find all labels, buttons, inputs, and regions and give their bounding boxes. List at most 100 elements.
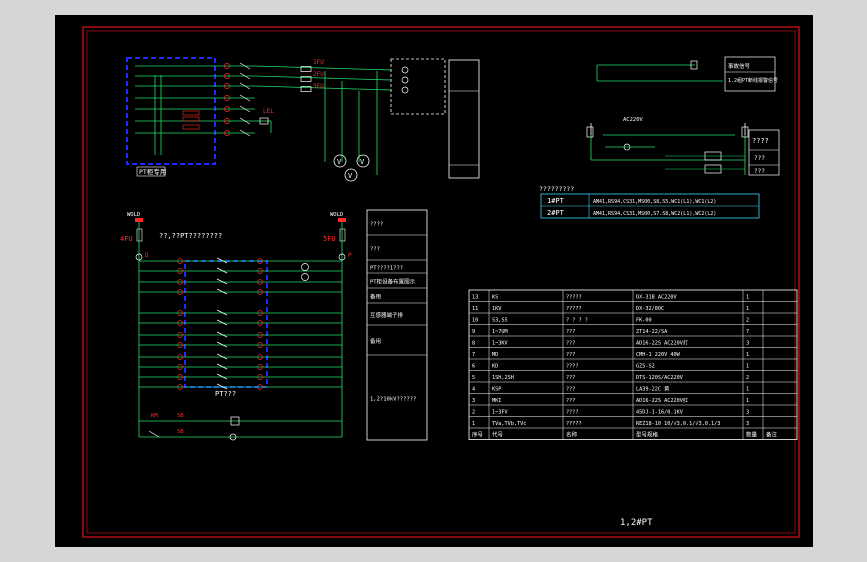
mid-table-cell: ??? xyxy=(370,247,380,253)
mid-indicator xyxy=(301,273,309,281)
mid-terminal xyxy=(177,268,183,274)
bom-cell: 1 xyxy=(746,364,749,370)
tr-small-1: ??? xyxy=(754,155,765,162)
bottom-sb-2: SB xyxy=(177,429,184,435)
bom-cell: KD xyxy=(492,364,498,370)
mid-lamp xyxy=(257,342,263,348)
mid-lamp xyxy=(257,354,263,360)
mid-lamp xyxy=(257,258,263,264)
mid-lamp xyxy=(257,279,263,285)
mid-contact xyxy=(216,288,228,295)
mid-lamp xyxy=(257,320,263,326)
mid-terminal xyxy=(177,332,183,338)
bom-cell: ? ? ? ? xyxy=(566,318,588,324)
side-p: P xyxy=(348,252,352,259)
pt-list-dashed-box xyxy=(184,260,268,388)
bom-header: 代号 xyxy=(492,431,504,439)
bom-cell: MKI xyxy=(492,398,501,404)
pt-spec-table: ????????? 1#PT AM41,RS94,CS31,MS00,S8,S5… xyxy=(539,185,760,219)
tl-right-cabinet xyxy=(448,59,480,179)
mid-lamp xyxy=(257,268,263,274)
tl-terminal-right xyxy=(401,76,409,84)
mid-indicator xyxy=(301,263,309,271)
tl-contact xyxy=(239,82,251,90)
alarm-line-2: 1.2组PT断线报警信号 xyxy=(728,77,778,84)
bom-cell: 13 xyxy=(472,295,478,301)
tr-side-box xyxy=(748,129,780,176)
tl-terminal xyxy=(224,73,230,79)
pt-row-1-spec: AM41,RS94,CS31,MS00,S8,S5,WC1(L1),WC1(L2… xyxy=(593,199,716,205)
bom-cell: ????? xyxy=(566,306,582,312)
pt-row-1-name: 1#PT xyxy=(547,197,565,205)
pt-table-title: ????????? xyxy=(539,185,574,193)
top-left-section: V V V 1FU 2FU 3FU LEL PT柜专用 xyxy=(126,57,480,182)
bom-cell: DTS-120S/AC220V xyxy=(636,375,683,381)
fu-label-2: 2FU xyxy=(313,71,324,78)
bom-cell: MD xyxy=(492,352,498,358)
bom-cell: 2 xyxy=(472,410,475,416)
bom-cell: LA39-22C 黄 xyxy=(636,385,669,393)
mid-terminal xyxy=(177,342,183,348)
bom-cell: 3 xyxy=(746,421,749,427)
bom-cell: 2 xyxy=(746,318,749,324)
tl-contact xyxy=(239,62,251,70)
tl-terminal xyxy=(224,63,230,69)
mid-contact xyxy=(216,373,228,380)
schematic-svg: V V V 1FU 2FU 3FU LEL PT柜专用 事故信号 1.2组PT断… xyxy=(82,26,800,538)
meter-label-2: V xyxy=(360,158,365,166)
bom-cell: CMH-1 220V 40W xyxy=(636,352,681,358)
wold-right: WOLD xyxy=(330,212,343,218)
bom-header: 型号规格 xyxy=(636,431,659,439)
bom-cell: FK-00 xyxy=(636,318,652,324)
inner-frame xyxy=(86,30,796,534)
tl-terminal xyxy=(224,83,230,89)
tl-terminal xyxy=(224,118,230,124)
mid-terminal xyxy=(177,364,183,370)
tl-resistor xyxy=(182,124,200,130)
fu-left: 4FU xyxy=(120,235,133,243)
mid-lamp xyxy=(257,332,263,338)
mid-terminal xyxy=(177,384,183,390)
tl-right-dashed-box xyxy=(390,58,446,115)
bom-cell: KS xyxy=(492,295,498,301)
mid-contact xyxy=(216,278,228,285)
bom-cell: DX-31B AC220V xyxy=(636,295,677,301)
fu-label-3: 3FU xyxy=(313,83,324,90)
mid-left-section: ??,??PT???????? WOLD WOLD 4FU 5FU D P PT… xyxy=(120,212,352,441)
bom-cell: 3 xyxy=(746,410,749,416)
voltage-label: AC220V xyxy=(623,117,644,123)
tl-terminal-right xyxy=(401,66,409,74)
wold-left: WOLD xyxy=(127,212,140,218)
bom-cell: REZ18-10 10/√3,0.1/√3,0.1/3 xyxy=(636,420,720,427)
mid-contact xyxy=(216,257,228,264)
voltmeter-1 xyxy=(333,154,347,168)
mid-table-cell: 1,2?10kV?????? xyxy=(370,397,416,403)
fuse-right xyxy=(741,126,749,138)
bom-cell: DX-32/80C xyxy=(636,306,664,312)
drawing-canvas: V V V 1FU 2FU 3FU LEL PT柜专用 事故信号 1.2组PT断… xyxy=(55,15,813,547)
alarm-relay xyxy=(690,60,698,70)
alarm-box xyxy=(724,56,776,92)
voltmeter-2 xyxy=(356,154,370,168)
bom-cell: ???? xyxy=(566,410,579,416)
bom-cell: ????? xyxy=(566,295,582,301)
bom-table: 13 KS????? DX-31B AC220V 1 1 1 1KV????? DX-32/8… xyxy=(468,289,798,440)
bottom-sb-1: SB xyxy=(177,413,184,419)
mid-title: ??,??PT???????? xyxy=(159,232,222,240)
tl-contact xyxy=(239,94,251,102)
mid-terminal xyxy=(177,354,183,360)
bom-cell: 9 xyxy=(472,329,475,335)
bom-cell: 1 xyxy=(746,398,749,404)
tl-contact xyxy=(239,129,251,137)
mid-table-cell: 互感器端子排 xyxy=(370,311,404,319)
mid-contact xyxy=(216,319,228,326)
tl-resistor xyxy=(182,110,200,116)
mid-contact xyxy=(216,267,228,274)
bom-cell: 1KV xyxy=(492,306,501,312)
bom-cell: 1~3KV xyxy=(492,341,508,347)
bom-cell: 1 xyxy=(746,306,749,312)
mid-contact xyxy=(216,363,228,370)
mid-lamp xyxy=(257,364,263,370)
drawing-title: 1,2#PT xyxy=(620,518,653,528)
mid-contact xyxy=(216,331,228,338)
